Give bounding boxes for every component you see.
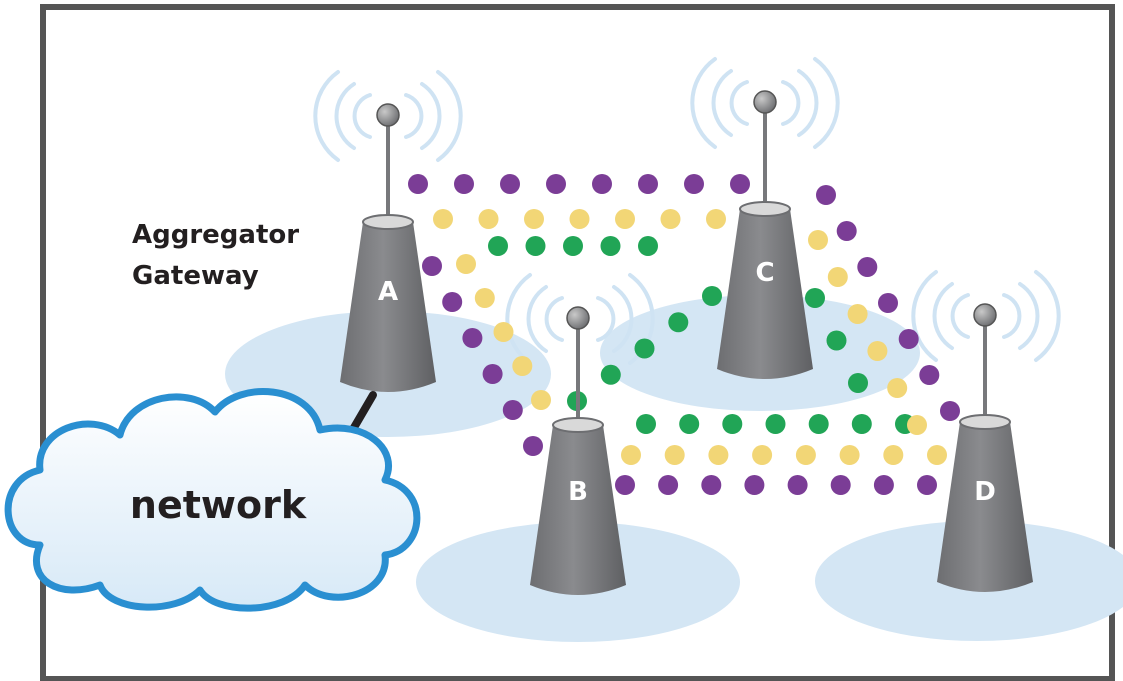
link-dot-a-c-yellow bbox=[433, 209, 453, 229]
link-dot-b-d-yellow bbox=[795, 445, 816, 465]
link-dot-a-c-purple bbox=[408, 174, 428, 194]
link-dot-a-c-green bbox=[525, 236, 546, 256]
link-dot-b-d-yellow bbox=[927, 445, 947, 465]
gateway-label-line2: Gateway bbox=[132, 261, 259, 291]
link-dot-b-d-green bbox=[679, 414, 700, 434]
link-dot-a-c-yellow bbox=[706, 209, 726, 229]
link-dot-c-d-yellow bbox=[808, 230, 828, 250]
link-dot-c-d-green bbox=[826, 330, 847, 351]
link-dot-b-d-green bbox=[636, 414, 656, 434]
signal-waves-a bbox=[313, 70, 463, 162]
link-dot-b-d-green bbox=[765, 414, 786, 434]
link-dot-a-b-purple bbox=[502, 400, 523, 420]
link-dot-c-d-purple bbox=[898, 329, 919, 349]
network-cloud: network bbox=[4, 388, 421, 612]
link-dot-a-c-yellow bbox=[524, 209, 544, 229]
link-dot-a-c-purple bbox=[546, 174, 566, 194]
link-dot-a-b-yellow bbox=[474, 288, 495, 308]
tower-b: B bbox=[530, 306, 626, 595]
signal-waves bbox=[313, 57, 1061, 365]
link-dot-a-c-green bbox=[488, 236, 508, 256]
link-dot-b-d-purple bbox=[830, 475, 851, 495]
link-dot-a-c-purple bbox=[684, 174, 704, 194]
signal-waves-b bbox=[505, 273, 655, 365]
gateway-label: Aggregator Gateway bbox=[132, 220, 299, 291]
link-dot-a-b-purple bbox=[422, 256, 442, 276]
link-dot-a-b-purple bbox=[482, 364, 503, 384]
cloud-label: network bbox=[130, 483, 307, 527]
link-dot-b-d-purple bbox=[787, 475, 808, 495]
link-dot-b-d-purple bbox=[744, 475, 765, 495]
diagram-frame bbox=[40, 4, 1115, 681]
link-dot-c-d-purple bbox=[940, 401, 960, 421]
link-dot-a-b-purple bbox=[462, 328, 483, 348]
link-dot-b-c-green bbox=[600, 364, 621, 385]
link-dot-a-c-purple bbox=[500, 174, 520, 194]
link-dot-b-d-yellow bbox=[708, 445, 729, 465]
antenna-ball-c bbox=[753, 90, 777, 114]
link-dot-a-b-purple bbox=[523, 436, 543, 456]
tower-label-b: B bbox=[568, 477, 588, 507]
link-dot-a-c-purple bbox=[638, 174, 658, 194]
link-dot-a-c-purple bbox=[454, 174, 474, 194]
link-dot-a-c-purple bbox=[730, 174, 750, 194]
link-dot-c-d-green bbox=[848, 373, 868, 393]
link-dot-b-d-green bbox=[722, 414, 743, 434]
link-dot-a-c-green bbox=[563, 236, 583, 256]
link-dot-b-d-yellow bbox=[883, 445, 904, 465]
tower-label-d: D bbox=[974, 477, 996, 507]
link-dot-b-d-purple bbox=[658, 475, 679, 495]
link-dot-b-d-green bbox=[808, 414, 829, 434]
antenna-ball-a bbox=[376, 103, 400, 127]
signal-waves-c bbox=[690, 57, 840, 149]
link-dot-a-c-green bbox=[600, 236, 621, 256]
link-dot-c-d-purple bbox=[857, 257, 878, 277]
cloud-shape bbox=[4, 388, 421, 612]
tower-d: D bbox=[937, 303, 1033, 592]
link-dot-a-b-purple bbox=[442, 292, 463, 312]
link-dot-a-c-yellow bbox=[478, 209, 499, 229]
link-dot-b-d-yellow bbox=[621, 445, 641, 465]
link-dot-b-d-purple bbox=[873, 475, 894, 495]
link-dot-b-d-purple bbox=[701, 475, 722, 495]
link-dot-a-c-green bbox=[638, 236, 658, 256]
link-dot-b-c-green bbox=[668, 312, 689, 333]
link-dot-a-b-yellow bbox=[456, 254, 476, 274]
link-dot-c-d-yellow bbox=[867, 341, 888, 361]
tower-label-c: C bbox=[755, 258, 774, 288]
link-dot-c-d-green bbox=[805, 288, 825, 308]
antenna-ball-d bbox=[973, 303, 997, 327]
tower-a: A bbox=[340, 103, 436, 392]
link-dot-a-b-yellow bbox=[512, 356, 533, 376]
link-dot-b-c-green bbox=[634, 338, 655, 359]
signal-waves-d bbox=[911, 270, 1061, 362]
link-dot-a-c-yellow bbox=[615, 209, 635, 229]
link-dot-a-c-purple bbox=[592, 174, 612, 194]
link-dot-b-c-green bbox=[702, 286, 722, 306]
link-dot-c-d-purple bbox=[878, 293, 898, 313]
antenna-ball-b bbox=[566, 306, 590, 330]
link-dot-b-d-purple bbox=[615, 475, 635, 495]
link-dot-a-b-yellow bbox=[531, 390, 551, 410]
link-dot-c-d-yellow bbox=[827, 267, 848, 287]
link-dot-b-d-green bbox=[851, 414, 872, 434]
mesh-links bbox=[408, 174, 960, 495]
link-dot-a-c-yellow bbox=[569, 209, 590, 229]
link-dot-a-b-yellow bbox=[493, 322, 514, 342]
link-dot-a-c-yellow bbox=[660, 209, 681, 229]
link-dot-b-d-purple bbox=[917, 475, 937, 495]
link-dot-b-d-yellow bbox=[664, 445, 685, 465]
tower-c: C bbox=[717, 90, 813, 379]
link-dot-b-d-yellow bbox=[752, 445, 773, 465]
link-dot-b-d-yellow bbox=[839, 445, 860, 465]
link-dot-c-d-purple bbox=[816, 185, 836, 205]
gateway-label-line1: Aggregator bbox=[132, 220, 299, 250]
link-dot-c-d-yellow bbox=[847, 304, 868, 324]
link-dot-c-d-yellow bbox=[887, 378, 908, 398]
link-dot-c-d-yellow bbox=[907, 415, 927, 435]
link-dot-c-d-purple bbox=[919, 365, 940, 385]
tower-label-a: A bbox=[378, 277, 398, 307]
link-dot-c-d-purple bbox=[836, 221, 857, 241]
